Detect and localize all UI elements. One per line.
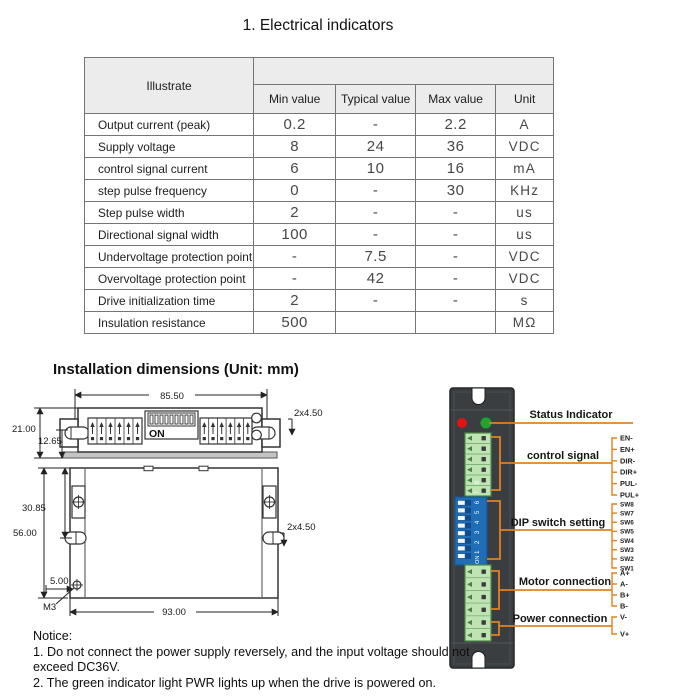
- dip-switch: 1 2 3 4 5 6 7 8 ON: [454, 478, 488, 566]
- left-ear-slot: [64, 426, 90, 440]
- col-header-max: Max value: [415, 84, 497, 114]
- notice-block: Notice: 1. Do not connect the power supp…: [33, 629, 483, 691]
- col-header-unit: Unit: [495, 84, 555, 114]
- pin-brackets: [611, 437, 617, 635]
- notice-line: 1. Do not connect the power supply rever…: [33, 644, 470, 659]
- dip-numbers: 1 2 3 4 5 6 7 8: [474, 478, 481, 554]
- power-connection-label: Power connection: [513, 613, 608, 625]
- motor-connection-label: Motor connection: [519, 576, 612, 588]
- green-led-icon: [480, 417, 492, 429]
- pin-label: PUL-: [620, 479, 638, 488]
- control-terminal-block: [464, 432, 492, 497]
- notice-heading: Notice:: [33, 629, 73, 643]
- motor-power-terminal-block: [464, 564, 492, 642]
- pin-label: B-: [620, 602, 628, 611]
- top-view-drawing: 85.50 ON: [12, 388, 323, 459]
- table-row: Supply voltage 8 24 36 VDC: [83, 135, 555, 158]
- pin-label: B+: [620, 591, 630, 600]
- row-label: Insulation resistance: [83, 311, 255, 334]
- status-indicator-label: Status Indicator: [529, 409, 613, 421]
- pin-label: SW8: [620, 501, 634, 508]
- callout-lines: [487, 422, 633, 636]
- table-row: step pulse frequency 0 - 30 KHz: [83, 179, 555, 202]
- mount-hole: [251, 412, 262, 424]
- dip-switch-setting-label: DIP switch setting: [511, 517, 606, 529]
- pin-label: SW3: [620, 547, 634, 554]
- dim-front-height: 56.00: [13, 528, 37, 539]
- table-row: Step pulse width 2 - - us: [83, 201, 555, 224]
- row-label: Output current (peak): [83, 113, 255, 136]
- table-corner-label: Illustrate: [83, 57, 255, 114]
- dim-top-height: 21.00: [12, 424, 36, 435]
- pin-label: SW2: [620, 556, 634, 563]
- dip-on-label: ON: [475, 556, 481, 564]
- row-label: step pulse frequency: [83, 179, 255, 202]
- base-plate: [62, 451, 278, 459]
- table-row: Directional signal width 100 - - us: [83, 223, 555, 246]
- dim-top-holes: 2x4.50: [294, 408, 323, 419]
- table-row: Undervoltage protection point - 7.5 - VD…: [83, 245, 555, 268]
- col-header-min: Min value: [253, 84, 337, 114]
- pin-label: SW7: [620, 510, 634, 517]
- pin-label: V+: [620, 630, 630, 639]
- col-header-typical: Typical value: [335, 84, 417, 114]
- pin-label: EN+: [620, 445, 635, 454]
- dim-front-m3-offset: 5.00: [50, 576, 69, 587]
- dim-front-width: 93.00: [162, 607, 186, 618]
- row-label: control signal current: [83, 157, 255, 180]
- table-header-spacer: [253, 57, 555, 85]
- pin-label: SW1: [620, 565, 634, 572]
- pin-label: SW6: [620, 520, 634, 527]
- pin-label: DIR-: [620, 456, 636, 465]
- table-row: Insulation resistance 500 MΩ: [83, 311, 555, 334]
- top-mount-slot: [471, 387, 486, 405]
- row-label: Supply voltage: [83, 135, 255, 158]
- pin-label: SW4: [620, 538, 634, 545]
- electrical-spec-table: Illustrate Min value Typical value Max v…: [83, 57, 555, 334]
- row-label: Directional signal width: [83, 223, 255, 246]
- row-label: Overvoltage protection point: [83, 267, 255, 290]
- front-view-drawing: 2x4.50 M3 5.00 30.85 56.00 93.00: [13, 465, 316, 618]
- table-row: Output current (peak) 0.2 - 2.2 A: [83, 113, 555, 136]
- notice-line: 2. The green indicator light PWR lights …: [33, 675, 436, 690]
- installation-dimension-drawing: 85.50 ON: [12, 388, 323, 618]
- pin-label: DIR+: [620, 468, 638, 477]
- table-row: control signal current 6 10 16 mA: [83, 157, 555, 180]
- dim-front-holes: 2x4.50: [287, 522, 316, 533]
- dim-top-offset: 12.65: [38, 436, 62, 447]
- driver-photo: 1 2 3 4 5 6 7 8 ON: [449, 387, 515, 669]
- notice-line: exceed DC36V.: [33, 660, 121, 675]
- row-label: Drive initialization time: [83, 289, 255, 312]
- dim-front-screw-offset: 30.85: [22, 503, 46, 514]
- pin-labels: EN- EN+ DIR- DIR+ PUL- PUL+ SW8 SW7 SW6 …: [620, 434, 640, 639]
- front-view-body: [69, 467, 279, 599]
- row-label: Step pulse width: [83, 201, 255, 224]
- page-title: 1. Electrical indicators: [242, 17, 394, 34]
- table-row: Overvoltage protection point - 42 - VDC: [83, 267, 555, 290]
- row-label: Undervoltage protection point: [83, 245, 255, 268]
- pin-label: SW5: [620, 529, 634, 536]
- red-led-icon: [457, 418, 467, 428]
- top-view-on-label: ON: [149, 428, 165, 440]
- pin-label: PUL+: [620, 491, 640, 500]
- bottom-mount-slot: [471, 651, 486, 669]
- control-signal-label: control signal: [527, 450, 599, 462]
- dim-front-thread: M3: [43, 602, 56, 613]
- dim-top-width: 85.50: [160, 391, 184, 402]
- driver-callout-diagram: 1 2 3 4 5 6 7 8 ON: [449, 387, 640, 669]
- installation-title: Installation dimensions (Unit: mm): [53, 361, 299, 378]
- mount-hole: [251, 429, 262, 441]
- pin-label: A-: [620, 580, 628, 589]
- pin-label: V-: [620, 613, 628, 622]
- pin-label: A+: [620, 569, 630, 578]
- table-row: Drive initialization time 2 - - s: [83, 289, 555, 312]
- pin-label: EN-: [620, 434, 633, 443]
